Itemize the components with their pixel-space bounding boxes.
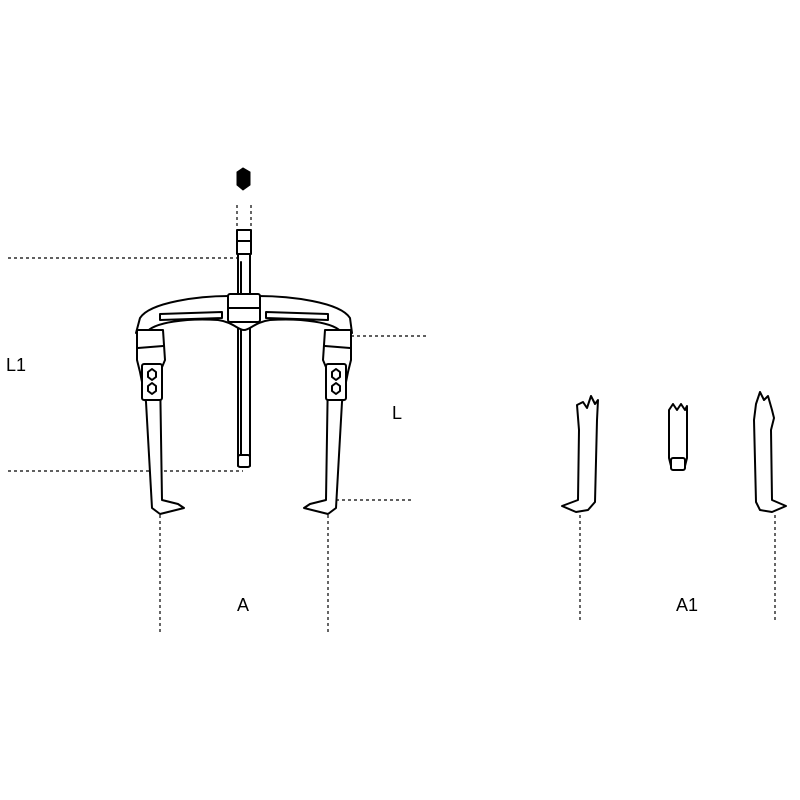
right-jaw-bolt-bottom <box>331 382 341 395</box>
right-jaw-bolt-top <box>331 368 341 381</box>
crossbar-slot-right <box>265 311 329 321</box>
left-jaw-band <box>137 345 164 349</box>
dimension-lines <box>8 257 776 632</box>
right-jaw-band <box>324 345 351 349</box>
right-jaw <box>303 329 352 515</box>
spare-spindle-tip <box>670 457 686 471</box>
dimension-label-l: L <box>392 403 403 423</box>
spare-jaw-left <box>561 395 599 513</box>
two-jaw-puller <box>135 167 353 515</box>
spare-jaw-right <box>753 391 787 513</box>
dimension-label-l1: L1 <box>6 355 27 375</box>
left-jaw-bolt-top <box>147 368 157 381</box>
spare-spindle <box>668 403 688 467</box>
crossbar-slot-left <box>159 311 223 321</box>
left-jaw-bolt-bottom <box>147 382 157 395</box>
dimension-label-a: A <box>237 595 250 615</box>
hex-head-icon <box>236 167 251 191</box>
spare-parts <box>561 391 787 513</box>
spindle-shaft <box>237 253 251 467</box>
dimension-label-a1: A1 <box>676 595 699 615</box>
spindle-tip <box>237 454 251 468</box>
left-jaw <box>136 329 185 515</box>
